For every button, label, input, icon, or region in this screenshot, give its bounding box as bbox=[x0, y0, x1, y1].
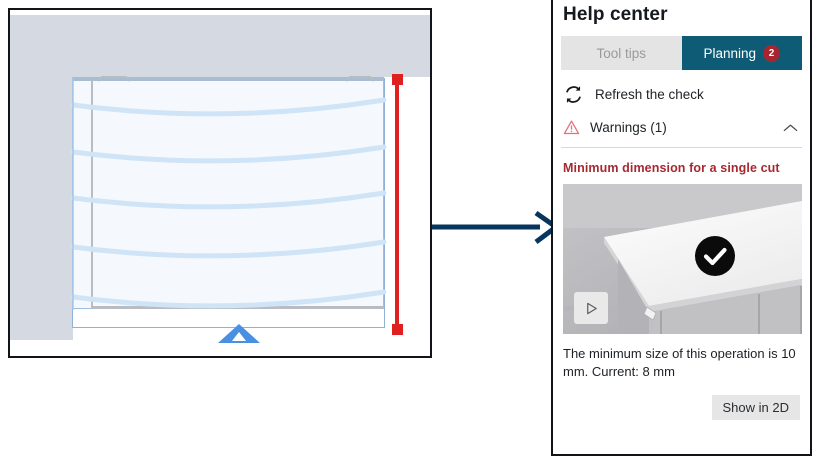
play-icon bbox=[586, 302, 597, 314]
cabinet-curve-overlay bbox=[70, 76, 387, 310]
warning-thumbnail[interactable] bbox=[563, 184, 802, 334]
play-video-button[interactable] bbox=[574, 292, 608, 324]
page-title: Help center bbox=[563, 4, 668, 25]
section-divider bbox=[561, 147, 802, 148]
selected-edge-handle-bottom[interactable] bbox=[392, 324, 403, 335]
wall-block-top bbox=[10, 15, 430, 77]
cabinet-render-illustration bbox=[563, 184, 802, 334]
tab-planning-badge: 2 bbox=[763, 44, 781, 62]
warning-card: Minimum dimension for a single cut bbox=[553, 161, 810, 420]
show-in-2d-button[interactable]: Show in 2D bbox=[711, 394, 800, 420]
tab-tool-tips[interactable]: Tool tips bbox=[561, 36, 682, 70]
warnings-section-header[interactable]: Warnings (1) bbox=[563, 119, 810, 136]
wall-block-left bbox=[10, 15, 73, 340]
selected-edge-line[interactable] bbox=[395, 80, 399, 328]
check-circle-icon bbox=[695, 236, 735, 276]
warnings-section-label: Warnings (1) bbox=[590, 120, 667, 135]
cad-viewport[interactable] bbox=[8, 8, 432, 358]
warning-description: The minimum size of this operation is 10… bbox=[563, 346, 796, 379]
warning-heading: Minimum dimension for a single cut bbox=[563, 161, 780, 175]
tab-planning[interactable]: Planning 2 bbox=[681, 36, 802, 70]
chevron-up-icon[interactable] bbox=[783, 123, 798, 133]
cad-stage bbox=[10, 10, 430, 356]
tab-tool-tips-label: Tool tips bbox=[596, 45, 647, 61]
warning-triangle-icon bbox=[563, 120, 580, 135]
cabinet-inner-edge bbox=[91, 80, 93, 308]
tab-planning-label: Planning bbox=[703, 45, 757, 61]
dimension-marker-icon[interactable] bbox=[218, 324, 260, 343]
help-center-panel: Help center Tool tips Planning 2 Refresh… bbox=[551, 0, 812, 456]
cabinet-top-strip bbox=[72, 77, 384, 81]
warning-card-actions: Show in 2D bbox=[563, 394, 800, 420]
refresh-icon bbox=[566, 86, 581, 103]
refresh-the-check-button[interactable]: Refresh the check bbox=[563, 84, 810, 105]
flow-arrow-icon bbox=[432, 210, 557, 244]
selected-edge-handle-top[interactable] bbox=[392, 74, 403, 85]
refresh-the-check-label: Refresh the check bbox=[595, 87, 704, 102]
help-center-tabs: Tool tips Planning 2 bbox=[561, 36, 802, 70]
